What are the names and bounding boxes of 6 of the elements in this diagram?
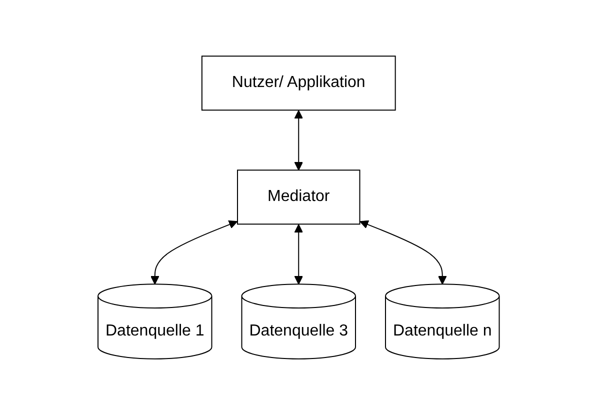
arrow [294,110,303,171]
node-box: Mediator [236,170,360,225]
node-box: Nutzer/ Applikation [201,56,396,111]
arrow [294,224,303,285]
arrow [150,220,238,285]
arrow [360,220,447,285]
